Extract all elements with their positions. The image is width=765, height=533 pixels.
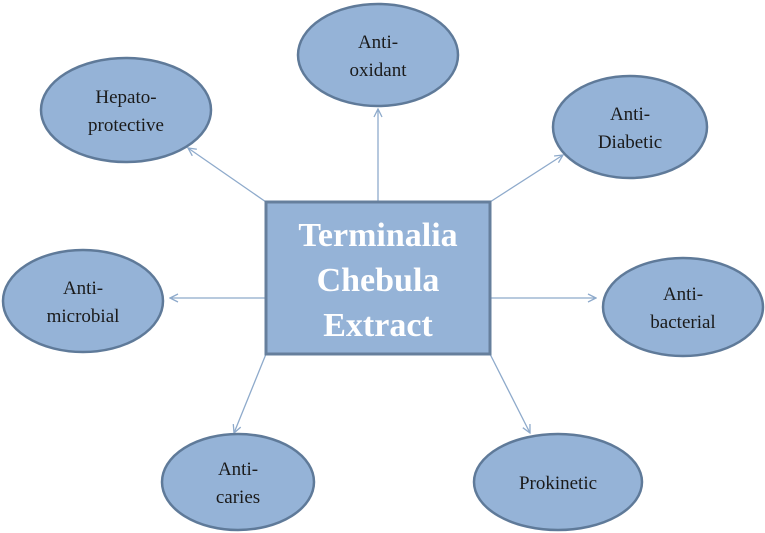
node-label: Diabetic [598,132,662,153]
node-label: Prokinetic [519,473,597,494]
node-anti-bacterial: Anti- bacterial [601,256,765,358]
node-anti-caries: Anti- caries [160,432,316,532]
node-hepato-protective: Hepato- protective [39,56,213,164]
node-anti-oxidant: Anti- oxidant [296,2,460,108]
node-label: Hepato- [95,87,156,108]
node-label: Anti- [663,284,703,305]
node-label: Anti- [610,104,650,125]
center-box: Terminalia Chebula Extract [264,200,492,356]
node-prokinetic: Prokinetic [472,432,644,532]
node-anti-microbial: Anti- microbial [1,248,165,354]
node-label: oxidant [350,60,408,81]
arrow-to-prokinetic [489,353,530,433]
node-label: Anti- [358,32,398,53]
center-line: Chebula [317,262,440,299]
node-label: Anti- [218,459,258,480]
arrow-to-hepato-protective [188,148,267,203]
node-label: protective [88,115,164,136]
node-label: microbial [47,306,120,327]
node-anti-diabetic: Anti- Diabetic [551,74,709,180]
arrow-to-anti-caries [234,353,267,433]
node-label: caries [216,487,260,508]
center-line: Terminalia [298,217,457,254]
node-label: bacterial [650,312,715,333]
node-label: Anti- [63,278,103,299]
arrow-to-anti-diabetic [489,155,563,203]
center-line: Extract [323,307,433,344]
